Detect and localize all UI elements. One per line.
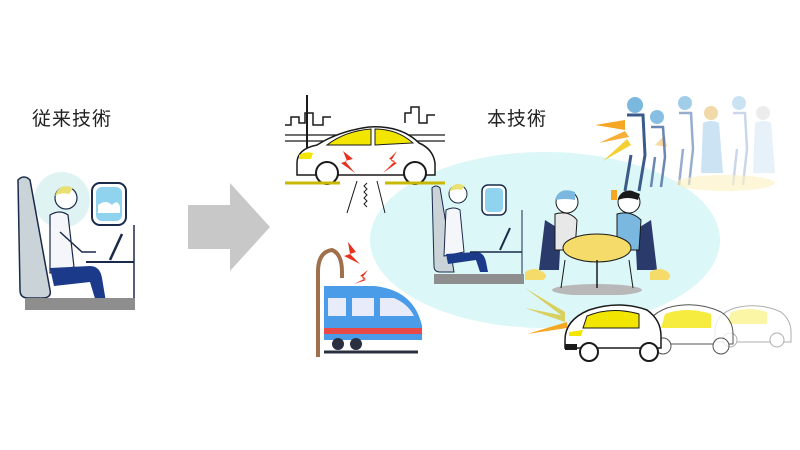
transition-arrow <box>188 183 270 271</box>
legacy-laptop-scene <box>10 150 140 310</box>
legacy-technology-title: 従来技術 <box>32 108 113 130</box>
pedestrians-scene <box>595 95 780 195</box>
train-spark-scene <box>310 242 425 357</box>
cars-passing-scene <box>525 282 795 362</box>
new-laptop-scene <box>430 180 530 290</box>
cafe-chat-scene <box>525 180 670 295</box>
new-technology-title: 本技術 <box>487 108 548 130</box>
car-vibration-scene <box>285 95 445 215</box>
